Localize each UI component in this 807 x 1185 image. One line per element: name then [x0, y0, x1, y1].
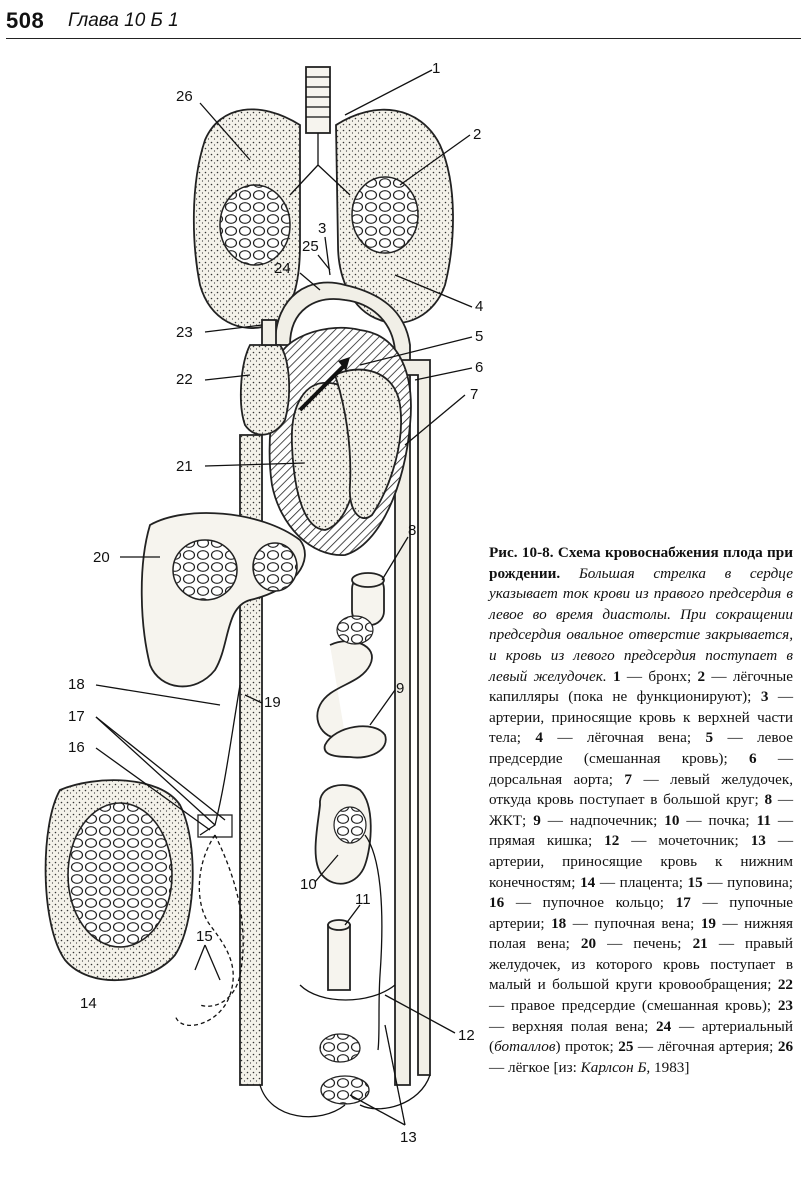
legend-item: 25 — лёгочная артерия;	[618, 1038, 773, 1055]
label-5: 5	[475, 328, 483, 345]
liver-capillaries	[173, 540, 237, 600]
label-4: 4	[475, 298, 483, 315]
caption-source: [из: Карлсон Б, 1983]	[553, 1059, 689, 1076]
lung-left	[194, 109, 300, 328]
legend-item: 18 — пупочная вена;	[551, 915, 694, 932]
liver-capillaries-2	[253, 543, 297, 591]
label-14: 14	[80, 995, 97, 1012]
label-10: 10	[300, 876, 317, 893]
caption-description: Большая стрелка в сердце указывает ток к…	[489, 565, 793, 685]
label-8: 8	[408, 522, 416, 539]
gi-tract	[317, 573, 384, 738]
label-13: 13	[400, 1129, 417, 1146]
figure-caption: Рис. 10-8. Схема кровоснабжения плода пр…	[489, 543, 793, 1078]
lower-limb-capillaries	[320, 1034, 360, 1062]
legend-item: 12 — мочеточник;	[604, 832, 739, 849]
caption-figure-number: Рис. 10-8.	[489, 544, 554, 561]
heart	[241, 328, 411, 555]
label-2: 2	[473, 126, 481, 143]
label-26: 26	[176, 88, 193, 105]
liver	[142, 513, 305, 686]
label-11: 11	[355, 891, 371, 908]
umbilical-vein	[200, 685, 240, 835]
caption-legend: 1 — бронх; 2 — лёгочные капилляры (пока …	[489, 668, 793, 1076]
label-1: 1	[432, 60, 440, 77]
page-header: 508 Глава 10 Б 1	[0, 0, 807, 40]
umbilical-cord-2	[200, 835, 243, 1006]
label-3: 3	[318, 220, 326, 237]
label-23: 23	[176, 324, 193, 341]
rectum	[328, 925, 350, 990]
placenta-villi	[68, 803, 172, 947]
label-18: 18	[68, 676, 85, 693]
label-17: 17	[68, 708, 85, 725]
legend-item: 20 — печень;	[581, 935, 682, 952]
superior-vena-cava	[262, 320, 276, 345]
legend-item: 4 — лёгочная вена;	[535, 729, 691, 746]
ureter	[365, 835, 382, 1050]
label-20: 20	[93, 549, 110, 566]
label-9: 9	[396, 680, 404, 697]
page-number: 508	[6, 8, 44, 34]
label-25: 25	[302, 238, 319, 255]
chapter-title: Глава 10 Б 1	[68, 10, 179, 32]
legend-item: 1 — бронх;	[613, 668, 691, 685]
legend-item: 14 — плацента;	[580, 874, 683, 891]
label-7: 7	[470, 386, 478, 403]
label-22: 22	[176, 371, 193, 388]
label-19: 19	[264, 694, 281, 711]
legend-item: 9 — надпочечник;	[533, 812, 657, 829]
trachea	[306, 67, 330, 133]
label-15: 15	[196, 928, 213, 945]
label-21: 21	[176, 458, 193, 475]
label-16: 16	[68, 739, 85, 756]
label-24: 24	[274, 260, 291, 277]
legend-item: 10 — почка;	[664, 812, 749, 829]
label-6: 6	[475, 359, 483, 376]
legend-item: 15 — пуповина;	[688, 874, 793, 891]
lower-limb-capillaries-2	[321, 1076, 369, 1104]
kidney-capillaries	[334, 807, 366, 843]
header-rule	[6, 38, 801, 39]
legend-item: 16 — пупочное кольцо;	[489, 894, 664, 911]
label-12: 12	[458, 1027, 475, 1044]
